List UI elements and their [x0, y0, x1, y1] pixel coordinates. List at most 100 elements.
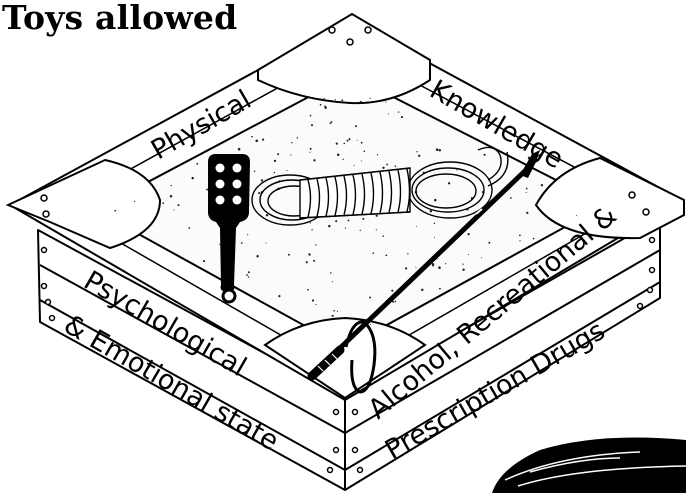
- sand-speck: [308, 253, 310, 255]
- sand-speck: [388, 113, 389, 114]
- sand-speck: [238, 148, 241, 151]
- sand-speck: [248, 271, 250, 273]
- sand-speck: [247, 234, 248, 235]
- sand-speck: [434, 199, 437, 202]
- sand-speck: [277, 153, 279, 155]
- sand-speck: [134, 201, 135, 202]
- sand-speck: [336, 142, 338, 144]
- sand-speck: [386, 164, 388, 166]
- sand-speck: [177, 204, 179, 206]
- sand-speck: [320, 104, 322, 106]
- sand-speck: [439, 288, 441, 290]
- sand-speck: [370, 324, 371, 325]
- sand-speck: [541, 184, 543, 186]
- sand-speck: [348, 138, 350, 140]
- sand-speck: [342, 159, 343, 160]
- sand-speck: [330, 122, 332, 124]
- sand-speck: [345, 228, 346, 229]
- sand-speck: [241, 242, 243, 244]
- sand-speck: [385, 102, 386, 103]
- sand-speck: [330, 272, 332, 274]
- sand-speck: [286, 170, 287, 171]
- sand-speck: [526, 188, 528, 190]
- sand-speck: [290, 154, 291, 155]
- sand-speck: [196, 163, 198, 165]
- sand-speck: [335, 220, 337, 222]
- sand-speck: [206, 189, 208, 191]
- sand-speck: [448, 182, 450, 184]
- sand-speck: [346, 140, 348, 142]
- sand-speck: [456, 169, 457, 170]
- sand-speck: [347, 219, 349, 221]
- sand-speck: [313, 159, 315, 161]
- sand-speck: [333, 310, 335, 312]
- sand-speck: [173, 209, 174, 210]
- sand-speck: [203, 260, 205, 262]
- sand-speck: [462, 269, 464, 271]
- sand-speck: [254, 171, 256, 173]
- sand-speck: [248, 276, 249, 277]
- sand-speck: [297, 137, 298, 138]
- sand-speck: [369, 297, 371, 299]
- sand-speck: [372, 252, 374, 254]
- sand-speck: [191, 177, 193, 179]
- sand-speck: [341, 99, 343, 101]
- sand-speck: [415, 267, 416, 268]
- sand-speck: [312, 299, 314, 301]
- feather-icon: [492, 438, 686, 493]
- sand-speck: [416, 226, 417, 227]
- sand-speck: [251, 136, 253, 138]
- sand-speck: [360, 101, 362, 103]
- sand-speck: [219, 244, 220, 245]
- sand-speck: [170, 195, 173, 198]
- sand-speck: [311, 124, 313, 126]
- sand-speck: [533, 238, 535, 240]
- sand-speck: [526, 212, 528, 214]
- sand-speck: [114, 210, 116, 212]
- sand-speck: [315, 244, 316, 245]
- sand-speck: [526, 192, 527, 193]
- sand-speck: [416, 151, 417, 152]
- sand-speck: [257, 141, 258, 142]
- sand-speck: [462, 264, 463, 265]
- sand-speck: [488, 242, 490, 244]
- sand-speck: [434, 223, 435, 224]
- sand-speck: [421, 289, 423, 291]
- sand-speck: [398, 111, 399, 112]
- sand-speck: [445, 263, 446, 264]
- sand-speck: [362, 218, 364, 220]
- sand-speck: [357, 140, 358, 141]
- sand-speck: [256, 255, 258, 257]
- sand-speck: [261, 179, 263, 181]
- sand-speck: [343, 143, 345, 145]
- sand-speck: [310, 148, 312, 150]
- sand-speck: [315, 304, 316, 305]
- sand-speck: [468, 254, 469, 255]
- sand-speck: [405, 267, 407, 269]
- sand-speck: [382, 167, 384, 169]
- sand-speck: [432, 263, 435, 266]
- sand-speck: [369, 98, 370, 99]
- sand-speck: [246, 274, 248, 276]
- sand-speck: [382, 235, 384, 237]
- sand-speck: [391, 290, 393, 292]
- sand-speck: [288, 254, 290, 256]
- sand-speck: [434, 237, 435, 238]
- sand-speck: [354, 165, 355, 166]
- sand-speck: [310, 115, 312, 117]
- sand-speck: [376, 215, 378, 217]
- sand-speck: [337, 153, 340, 156]
- sand-speck: [265, 242, 266, 243]
- sand-speck: [324, 105, 326, 107]
- sand-speck: [377, 154, 378, 155]
- sand-speck: [278, 295, 280, 297]
- sand-speck: [418, 155, 420, 157]
- sand-speck: [439, 149, 441, 151]
- sand-speck: [274, 160, 276, 162]
- sand-speck: [510, 197, 512, 199]
- sand-speck: [310, 222, 311, 223]
- sand-speck: [438, 266, 441, 269]
- sand-speck: [401, 116, 403, 118]
